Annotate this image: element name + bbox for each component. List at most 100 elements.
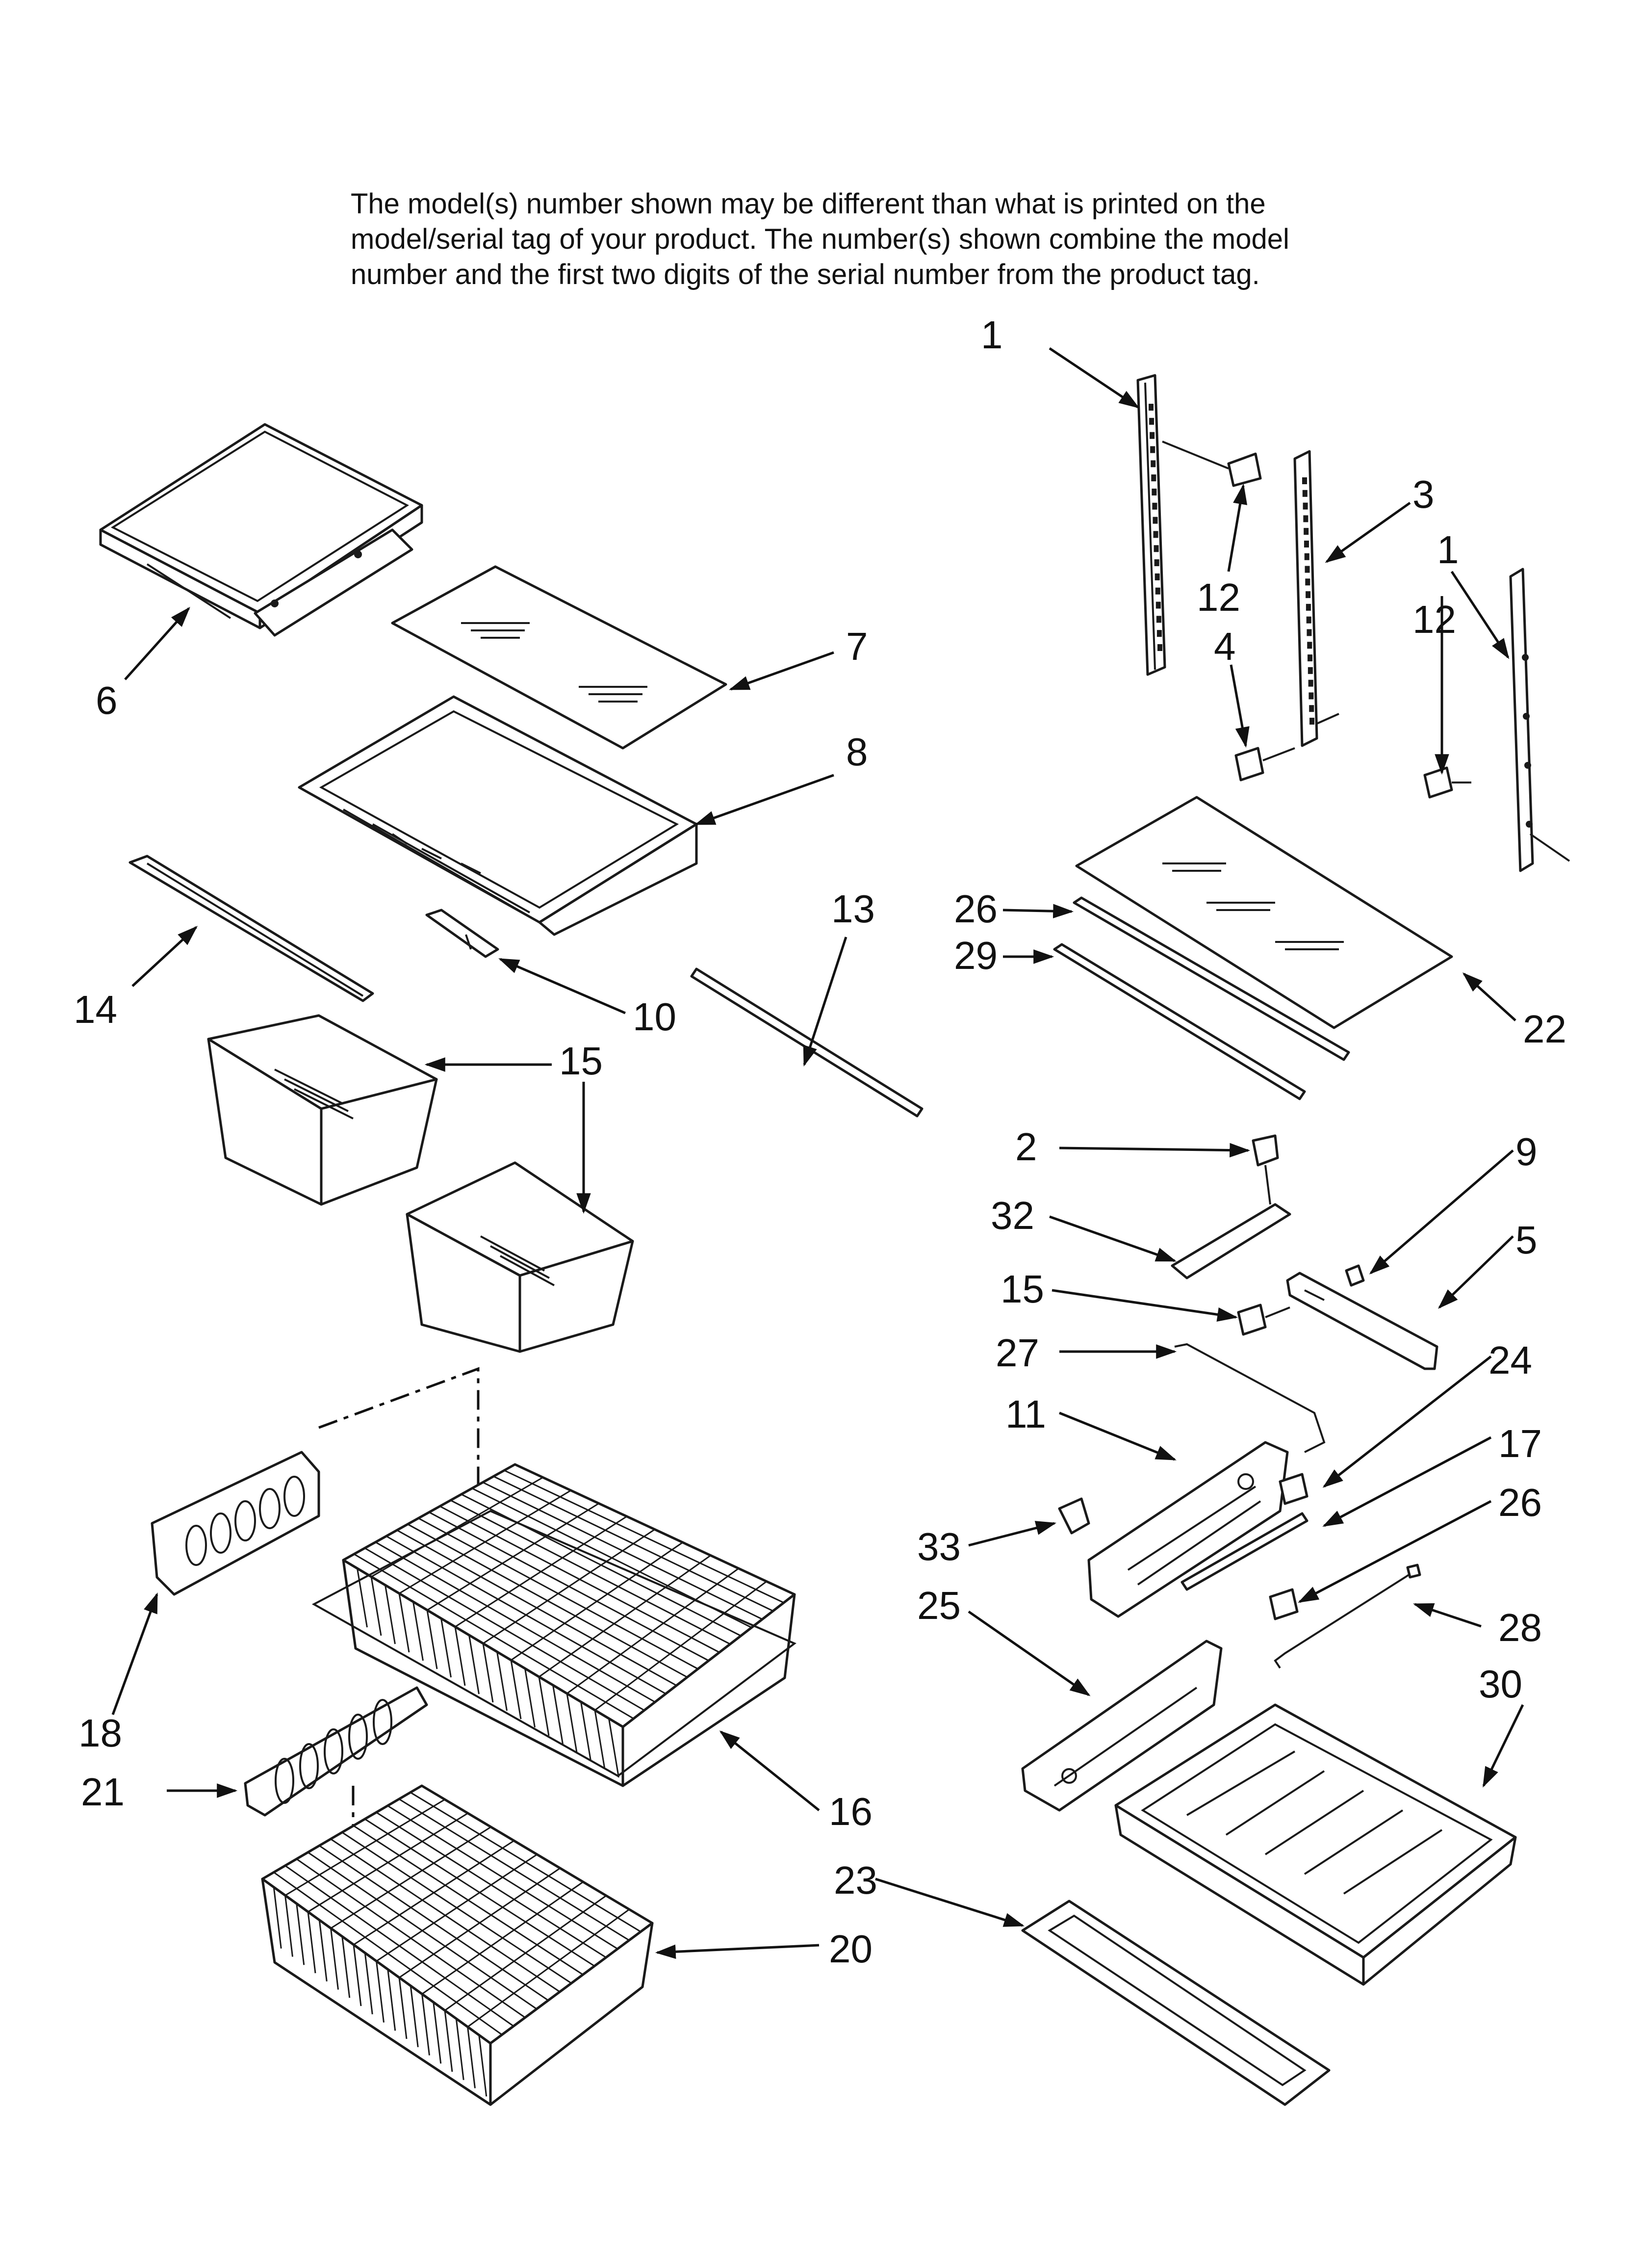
leader-arrow-18 [1059,1143,1251,1158]
wire-16b-4 [455,1515,627,1628]
part-21-basket-divider [244,1686,428,1817]
rail-slot [1154,545,1159,552]
wire-16b-6 [511,1541,683,1661]
rail-slot [1149,404,1154,411]
callout-15-left: 15 [559,1039,603,1083]
wire-16c-1 [357,1568,368,1628]
wire-16b-9 [594,1581,767,1711]
callout-28: 28 [1498,1606,1542,1649]
part-23-drawer-front [1021,1900,1331,2106]
wire-20c-18 [467,2027,476,2088]
part-16-wire-basket [311,1463,796,1787]
wire-20b-1 [284,1799,445,1896]
wire-16b-7 [539,1555,711,1678]
callout-1: 1 [981,313,1003,357]
wire-20c-16 [444,2010,453,2072]
part-5-bracket [1286,1272,1438,1370]
leader-arrow-26 [1322,1436,1492,1527]
callout-22: 22 [1523,1007,1566,1051]
wire-20c-8 [353,1944,362,2007]
wire-20c-6 [330,1928,339,1990]
leader-arrow-25 [1059,1411,1177,1461]
part-3-shelf-rail-center [1293,450,1339,747]
rail-slot [1304,553,1309,560]
wire-20c-1 [273,1887,282,1949]
wire-20b-5 [376,1853,538,1962]
rail-slot [1156,630,1162,637]
callout-32: 32 [991,1194,1034,1237]
part-12-screw-upper [1162,441,1262,487]
leader-arrow-31 [1482,1704,1524,1788]
wire-20b-3 [330,1826,491,1929]
wire-16c-2 [370,1576,382,1636]
wire-20b-6 [399,1867,561,1979]
part-22-glass-shelf [1075,796,1453,1029]
part-6-shelf-frame [99,423,423,637]
callout-20: 20 [829,1927,872,1971]
wire-20b-2 [308,1812,468,1913]
wire-20c-19 [478,2035,487,2097]
part-33-clip [1058,1497,1090,1535]
callout-26-lower: 26 [1498,1481,1542,1524]
part-8-shelf-frame [298,695,698,936]
wire-16b-5 [483,1529,655,1644]
callout-17: 17 [1498,1422,1542,1465]
rail-slot [1153,517,1158,524]
wire-16c-18 [594,1710,606,1770]
part-14-trim-strip [128,855,374,1002]
rail-slot [1153,531,1158,538]
callout-15-right: 15 [1001,1267,1044,1311]
part-29-shelf-trim [1053,943,1306,1100]
callout-26-upper: 26 [954,887,998,931]
wire-20c-4 [307,1911,316,1974]
leader-arrow-15 [1462,972,1516,1021]
callout-labels: 1 3 1 12 12 4 7 6 8 13 26 29 14 10 22 15… [74,313,1566,1971]
part-26-shelf-trim-upper [1073,896,1350,1061]
leader-arrow-27 [968,1521,1057,1547]
part-26-screw [1269,1588,1299,1620]
callout-6: 6 [96,678,118,722]
leader-arrow-22 [1052,1289,1238,1322]
rail-slot [1150,432,1155,439]
part-9-clip [1345,1264,1365,1287]
part-7-glass-shelf [391,565,727,750]
rail-slot [1152,502,1157,510]
wire-16c-15 [552,1685,564,1745]
callout-10: 10 [633,995,676,1039]
part-10-clip [425,909,499,958]
part-24-screw [1279,1473,1308,1505]
rail-slot [1156,616,1161,623]
rail-slot [1151,474,1156,482]
leader-arrow-34 [719,1730,820,1811]
wire-20c-15 [433,2002,442,2064]
wire-20c-14 [421,1994,430,2056]
leader-arrow-36 [655,1944,820,1959]
wire-20c-7 [341,1936,351,1998]
part-4-screw [1234,747,1295,782]
rail-slot [1152,488,1157,495]
leader-arrow-8 [124,606,190,680]
rail-slot [1154,559,1159,567]
callout-16: 16 [829,1790,872,1833]
callout-5: 5 [1515,1218,1538,1262]
wire-20b-7 [421,1881,584,1995]
leader-arrow-4 [1227,483,1248,572]
part-15-crisper-bin-upper [207,1014,438,1206]
wire-16c-13 [524,1668,536,1728]
wire-16c-5 [412,1601,424,1661]
note-line-1: The model(s) number shown may be differe… [351,188,1266,220]
wire-20c-12 [398,1977,408,2039]
wire-20c-3 [296,1903,305,1965]
leader-arrow-21 [1437,1235,1514,1309]
wire-16c-10 [482,1643,494,1703]
part-15-crisper-bin-lower [406,1161,634,1353]
rail-slot [1306,591,1311,599]
wire-16c-11 [496,1651,508,1711]
leader-arrow-32 [111,1592,158,1715]
callout-8: 8 [846,730,868,774]
part-32-bracket [1171,1203,1291,1279]
rail-slot [1303,502,1308,510]
callout-9: 9 [1515,1130,1538,1173]
callout-12-lower: 12 [1412,598,1456,641]
